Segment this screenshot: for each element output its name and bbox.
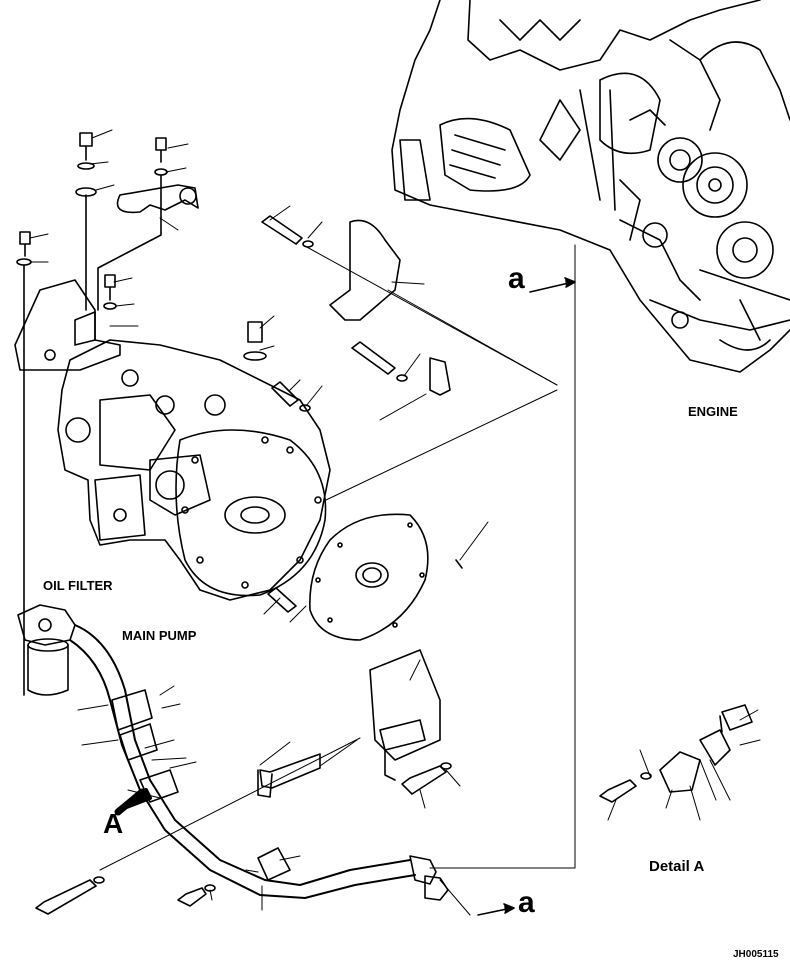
main-pump-label: MAIN PUMP — [122, 628, 197, 643]
engine-assembly — [391, 0, 790, 373]
upper-hardware — [14, 132, 463, 696]
lower-hardware — [35, 649, 452, 915]
hoses — [69, 624, 449, 901]
leader-lines — [29, 129, 761, 916]
drawing-id-label: JH005115 — [733, 949, 779, 960]
engine-label: ENGINE — [688, 404, 738, 419]
reference-arrows — [114, 277, 576, 916]
reference-a-top-label: a — [508, 262, 525, 295]
detail-a-label: Detail A — [649, 858, 705, 875]
oil-filter — [17, 604, 76, 696]
oil-filter-label: OIL FILTER — [43, 578, 113, 593]
reference-a-bottom-label: a — [518, 886, 535, 919]
damper-disc — [309, 513, 429, 641]
detail-a-drawing — [599, 704, 753, 803]
view-a-arrow-label: A — [103, 808, 124, 839]
main-pump-assembly — [57, 339, 331, 601]
